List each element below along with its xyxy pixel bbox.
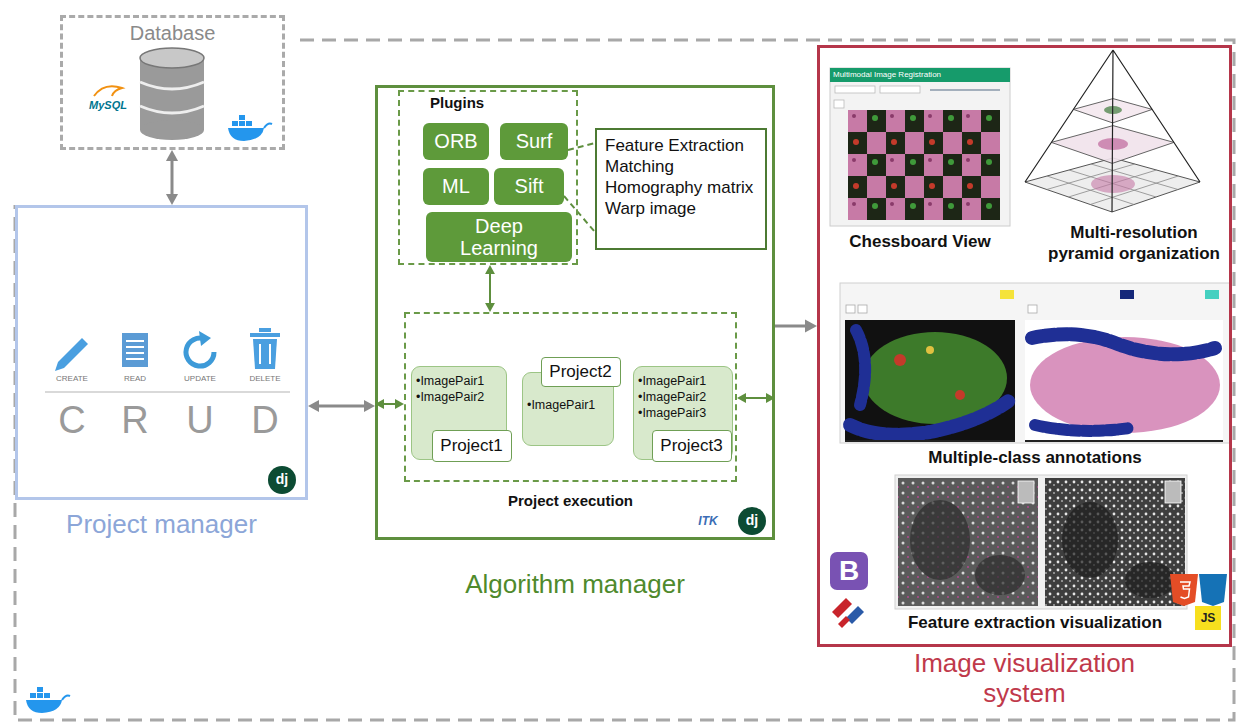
database-box: Database xyxy=(60,15,285,150)
node-text: •ImagePair2 xyxy=(638,390,728,404)
logo-text: MySQL xyxy=(78,99,138,111)
node-text: Homography matrix xyxy=(605,177,757,198)
node-text: Sift xyxy=(515,175,544,198)
project-card: •ImagePair1Project2 xyxy=(522,372,614,446)
crud-letter: U xyxy=(175,398,225,442)
connector-line xyxy=(171,159,174,196)
arrow-head xyxy=(485,265,495,274)
node-text: Image visualization system xyxy=(875,649,1175,709)
logo-text: JS xyxy=(1195,611,1221,625)
arrow-head xyxy=(166,194,178,205)
plugin-box: Sift xyxy=(494,168,564,205)
arrow-head xyxy=(737,393,746,403)
node-text: Feature Extraction xyxy=(605,135,757,156)
connector xyxy=(485,265,495,312)
node-text: Plugins xyxy=(430,94,484,111)
connector-line xyxy=(775,325,807,328)
node-text: Project manager xyxy=(18,509,305,540)
logo-text: dj xyxy=(738,512,766,528)
connector-line xyxy=(489,272,491,305)
plugin-box: ORB xyxy=(423,123,489,160)
project-tab: Project3 xyxy=(652,430,732,462)
connector-line xyxy=(382,403,397,405)
icon-caption: CREATE xyxy=(47,374,97,383)
icon-caption: READ xyxy=(110,374,160,383)
plugins-box: PluginsORB SurfML SiftDeep Learning xyxy=(398,90,578,265)
connector xyxy=(568,143,595,150)
node-text: Project execution xyxy=(406,492,735,509)
connector xyxy=(375,399,404,409)
node-text: Matching xyxy=(605,156,757,177)
plugin-box: Deep Learning xyxy=(426,212,572,262)
icon-caption: DELETE xyxy=(240,374,290,383)
arrow-head xyxy=(805,319,817,332)
node-text: ML xyxy=(442,175,470,198)
project-tab: Project2 xyxy=(541,357,621,387)
crud-letter: R xyxy=(110,398,160,442)
node-text: Database xyxy=(130,22,216,45)
steps-box: Feature ExtractionMatchingHomography mat… xyxy=(595,128,767,250)
node-text: ORB xyxy=(434,130,477,153)
logo-text: ITK xyxy=(688,514,728,528)
connector xyxy=(308,400,375,412)
project-manager-box: Project manager xyxy=(15,205,308,500)
node-text: Warp image xyxy=(605,198,757,219)
figure-caption: Multiple-class annotations xyxy=(840,448,1230,468)
node-text: Deep Learning xyxy=(444,215,554,259)
arrow-head xyxy=(395,399,404,409)
crud-letter: C xyxy=(47,398,97,442)
node-text: •ImagePair1 xyxy=(638,374,728,388)
icon-caption: UPDATE xyxy=(175,374,225,383)
arrow-head xyxy=(166,150,178,161)
node-text: •ImagePair2 xyxy=(416,390,502,404)
crud-letter: D xyxy=(240,398,290,442)
node-text: Algorithm manager xyxy=(378,569,772,600)
screenshot-title: Multimodal Image Registration xyxy=(833,70,1003,80)
connector-line xyxy=(744,397,768,399)
node-text: •ImagePair1 xyxy=(416,374,502,388)
project-card: •ImagePair1 •ImagePair2 •ImagePair3Project… xyxy=(633,366,733,460)
plugin-box: Surf xyxy=(500,123,568,160)
arrow-head xyxy=(364,400,375,412)
node-text: Project2 xyxy=(549,362,611,382)
connector-line xyxy=(568,143,595,150)
figure-caption: Multi-resolution pyramid organization xyxy=(1038,222,1230,264)
node-text: •ImagePair3 xyxy=(638,406,728,420)
connector xyxy=(737,393,775,403)
node-text: •ImagePair1 xyxy=(527,398,609,412)
figure-caption: Feature extraction visualization xyxy=(880,613,1190,633)
node-text: Project1 xyxy=(440,436,502,456)
connector-line xyxy=(317,405,366,408)
visualization-box: Image visualization system xyxy=(817,45,1232,647)
project-tab: Project1 xyxy=(432,430,512,462)
logo-text: B xyxy=(830,555,868,587)
connector xyxy=(775,319,817,332)
logo-text: dj xyxy=(268,471,296,487)
arrow-head xyxy=(485,303,495,312)
node-text: Project3 xyxy=(660,436,722,456)
project-card: •ImagePair1 •ImagePair2Project1 xyxy=(411,366,507,460)
project-execution-box: Project execution•ImagePair1•ImagePair2P… xyxy=(404,312,737,482)
arrow-head xyxy=(308,400,319,412)
connector xyxy=(166,150,178,205)
figure-caption: Chessboard View xyxy=(830,232,1010,252)
algorithm-manager-box: Algorithm managerPluginsORBSurfMLSiftDee… xyxy=(375,85,775,540)
plugin-box: ML xyxy=(423,168,489,205)
node-text: Surf xyxy=(516,130,553,153)
